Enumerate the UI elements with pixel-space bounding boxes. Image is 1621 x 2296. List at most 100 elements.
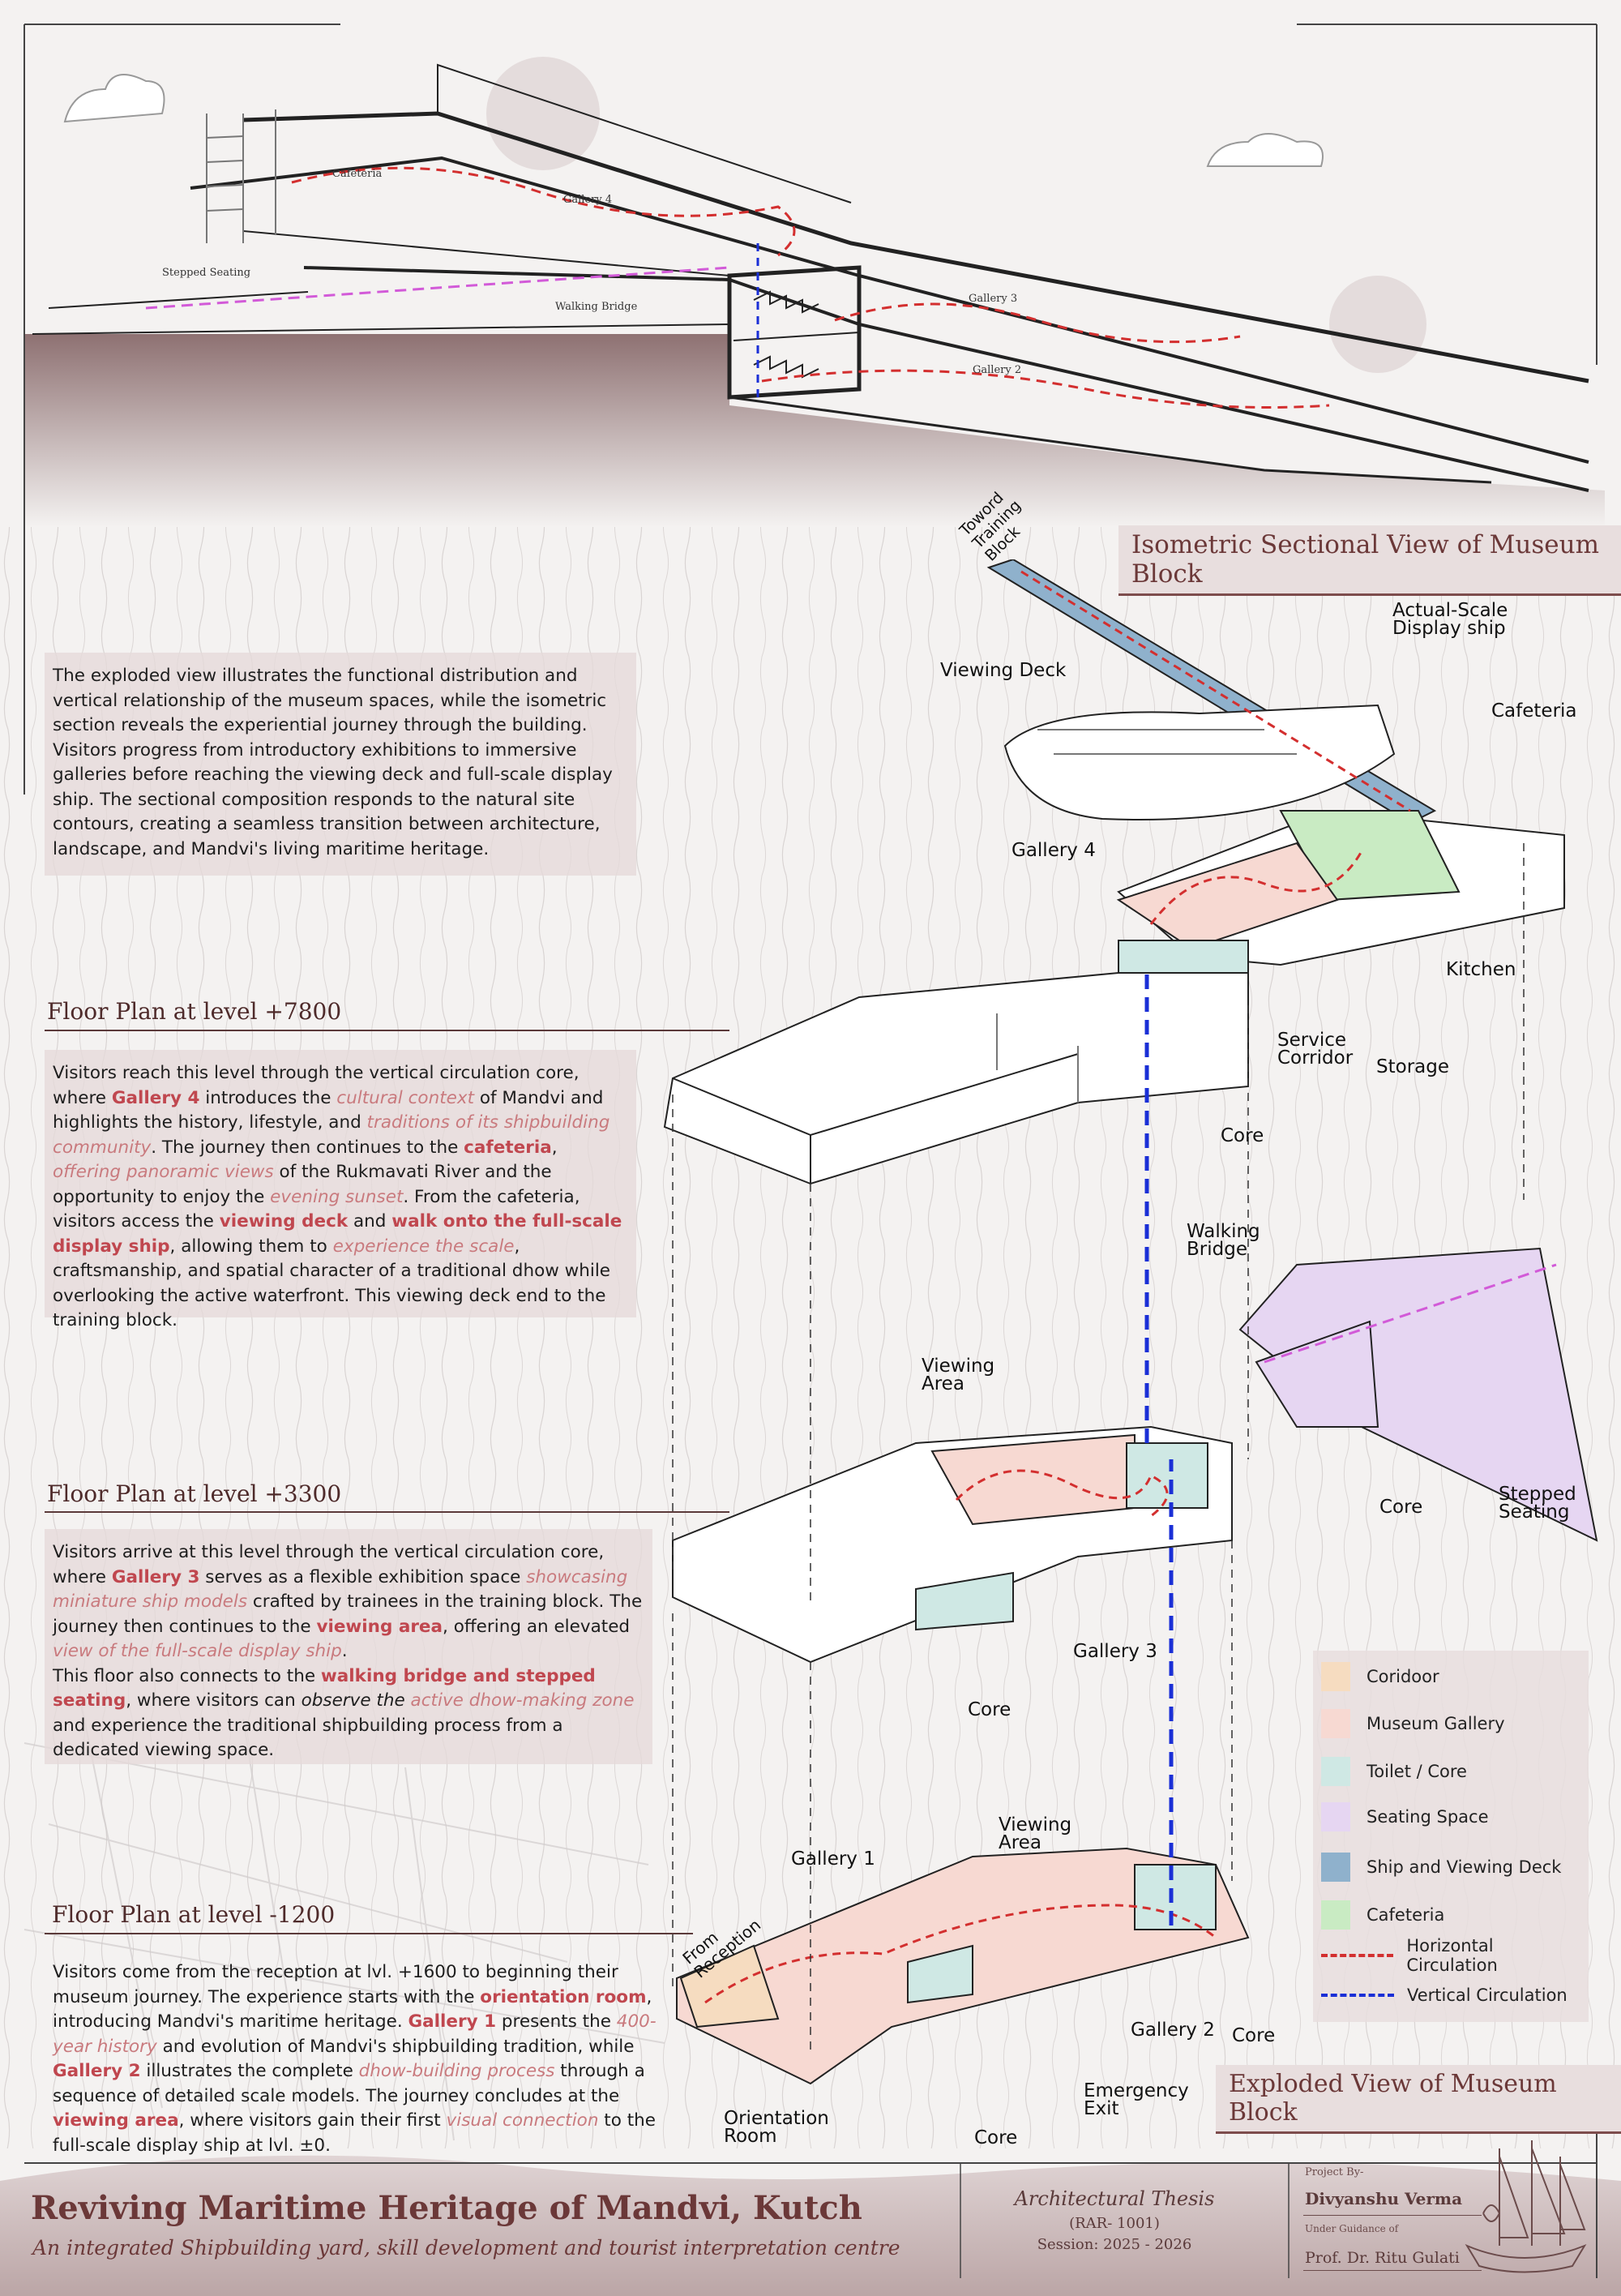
section-label-walking-bridge: Walking Bridge (555, 301, 638, 313)
legend-swatch (1321, 1709, 1350, 1738)
legend-swatch (1321, 1662, 1350, 1691)
floor-text-segment: 400-year history (53, 2011, 657, 2057)
footer-subtitle: An integrated Shipbuilding yard, skill d… (32, 2236, 900, 2260)
project-by-label: Project By- (1305, 2166, 1364, 2178)
label-storage: Storage (1376, 1056, 1449, 1077)
label-orientation-room: Orientation Room (724, 2108, 829, 2147)
floor-title-minus1200: Floor Plan at level -1200 (52, 1901, 336, 1928)
floor-text-segment: . This floor also connects to the (53, 1641, 348, 1686)
section-label-gallery2: Gallery 2 (973, 364, 1021, 376)
legend-item-ship-deck: Ship and Viewing Deck (1321, 1851, 1561, 1883)
label-core-mid-left: Core (968, 1699, 1012, 1720)
floor-text-segment: Gallery 1 (408, 2011, 497, 2032)
label-gallery1: Gallery 1 (791, 1848, 875, 1870)
floor-text-segment: showcasing miniature ship models (53, 1566, 628, 1613)
floor-text-3300: Visitors arrive at this level through th… (45, 1529, 652, 1764)
legend-swatch (1321, 1757, 1350, 1786)
floor-text-segment: visual connection (446, 2110, 599, 2131)
floor-title-7800: Floor Plan at level +7800 (47, 998, 342, 1025)
floor-text-segment: viewing deck (219, 1211, 349, 1232)
floor-text-segment: experience the scale (332, 1236, 515, 1257)
floor-text-segment: introduces the (199, 1087, 337, 1108)
floor-text-segment: offering panoramic views (53, 1162, 274, 1182)
label-gallery2: Gallery 2 (1131, 2020, 1215, 2041)
floor-text-segment: Gallery 3 (111, 1566, 200, 1587)
label-viewing-deck: Viewing Deck (940, 660, 1067, 681)
label-cafeteria: Cafeteria (1491, 700, 1577, 722)
legend-item-museum-gallery: Museum Gallery (1321, 1707, 1505, 1740)
label-viewing-area-mid: Viewing Area (922, 1356, 995, 1394)
label-kitchen: Kitchen (1446, 959, 1516, 980)
floor-text-segment: , where visitors can (126, 1690, 302, 1711)
legend-label: Vertical Circulation (1407, 1985, 1568, 2005)
floor-text-segment: , introducing Mandvi's maritime heritage… (53, 1986, 652, 2033)
floor-text-segment: , offering an elevated (443, 1616, 631, 1637)
legend-item-seating-space: Seating Space (1321, 1801, 1489, 1833)
label-core-bottom: Core (1232, 2025, 1276, 2046)
floor-text-segment: through a sequence of detailed scale mod… (53, 2061, 645, 2106)
legend-item-vertical-circulation: Vertical Circulation (1321, 1979, 1568, 2011)
legend-label: Toilet / Core (1367, 1762, 1467, 1781)
floor-text-segment: of Mandvi and highlights the history, li… (53, 1087, 604, 1133)
guide-name: Prof. Dr. Ritu Gulati (1305, 2249, 1460, 2267)
label-display-ship: Actual-Scale Display ship (1392, 600, 1508, 639)
label-stepped-seating: Stepped Seating (1499, 1484, 1576, 1523)
floor-text-segment: serves as a flexible exhibition space (199, 1566, 527, 1587)
floor-text-segment: , craftsmanship, and spatial character o… (53, 1236, 611, 1331)
legend-item-toilet-core: Toilet / Core (1321, 1755, 1467, 1788)
floor-text-segment: and evolution of Mandvi's shipbuilding t… (156, 2036, 635, 2057)
legend-item-cafeteria: Cafeteria (1321, 1899, 1444, 1931)
section-view-title: Isometric Sectional View of Museum Block (1118, 525, 1621, 596)
floor-title-line-7800 (45, 1030, 729, 1031)
floor-text-segment: viewing area (53, 2110, 179, 2131)
label-gallery3: Gallery 3 (1073, 1641, 1157, 1662)
legend-swatch (1321, 1853, 1350, 1882)
legend-label: Museum Gallery (1367, 1714, 1505, 1733)
footer-title: Reviving Maritime Heritage of Mandvi, Ku… (31, 2189, 862, 2227)
label-service-corridor: Service Corridor (1277, 1030, 1354, 1069)
floor-text-segment: view of the full-scale display ship (53, 1641, 342, 1661)
section-label-gallery3: Gallery 3 (969, 293, 1017, 305)
label-core-mid: Core (1379, 1497, 1423, 1518)
thesis-session: Session: 2025 - 2026 (1037, 2236, 1192, 2253)
legend-item-corridor: Coridoor (1321, 1660, 1439, 1693)
floor-text-segment: Visitors reach this level through the ve… (53, 1063, 580, 1108)
isometric-section-drawing: Cafeteria Gallery 4 Gallery 3 Gallery 2 … (32, 57, 1589, 492)
floor-text-segment: dhow-building process (358, 2061, 555, 2081)
floor-text-segment: . The journey then continues to the (151, 1137, 464, 1158)
floor-text-segment: cafeteria (464, 1137, 552, 1158)
floor-text-segment: illustrates the complete (140, 2061, 359, 2081)
floor-text-segment: and (348, 1211, 392, 1232)
ship-logo (1465, 2140, 1587, 2273)
legend-label: Seating Space (1367, 1807, 1489, 1827)
floor-text-segment: orientation room (480, 1986, 647, 2007)
section-label-cafeteria: Cafeteria (332, 168, 382, 180)
legend-label: Ship and Viewing Deck (1367, 1857, 1562, 1877)
author-underline (1303, 2215, 1482, 2216)
thesis-label: Architectural Thesis (1014, 2187, 1215, 2210)
thesis-code: (RAR- 1001) (1069, 2215, 1160, 2232)
floor-text-segment: Gallery 2 (53, 2061, 141, 2081)
legend-swatch (1321, 1802, 1350, 1831)
section-label-gallery4: Gallery 4 (563, 194, 612, 206)
floor-title-line-3300 (45, 1511, 729, 1513)
floor-text-segment: Gallery 4 (111, 1087, 200, 1108)
label-core-top: Core (1221, 1125, 1264, 1146)
label-core-bottom-left: Core (974, 2127, 1018, 2148)
floor-text-segment: presents the (496, 2011, 617, 2032)
floor-text-segment: cultural context (336, 1087, 475, 1108)
legend-swatch (1321, 1900, 1350, 1930)
floor-text-segment: walk onto the full-scale display ship (53, 1211, 622, 1257)
section-label-stepped-seating: Stepped Seating (162, 267, 250, 279)
author-name: Divyanshu Verma (1305, 2189, 1463, 2208)
floor-text-segment: of the Rukmavati River and the opportuni… (53, 1162, 552, 1207)
floor-text-segment: and experience the traditional shipbuild… (53, 1715, 563, 1761)
floor-text-segment: viewing area (316, 1616, 443, 1637)
floor-text-7800: Visitors reach this level through the ve… (45, 1050, 636, 1330)
floor-text-segment: Visitors come from the reception at lvl.… (53, 1962, 618, 2007)
exploded-view-drawing (663, 559, 1598, 2085)
legend-line (1321, 1994, 1394, 1997)
legend-item-horizontal-circulation: Horizontal Circulation (1321, 1936, 1589, 1975)
floor-text-segment: , allowing them to (169, 1236, 333, 1257)
legend-label: Coridoor (1367, 1667, 1439, 1686)
